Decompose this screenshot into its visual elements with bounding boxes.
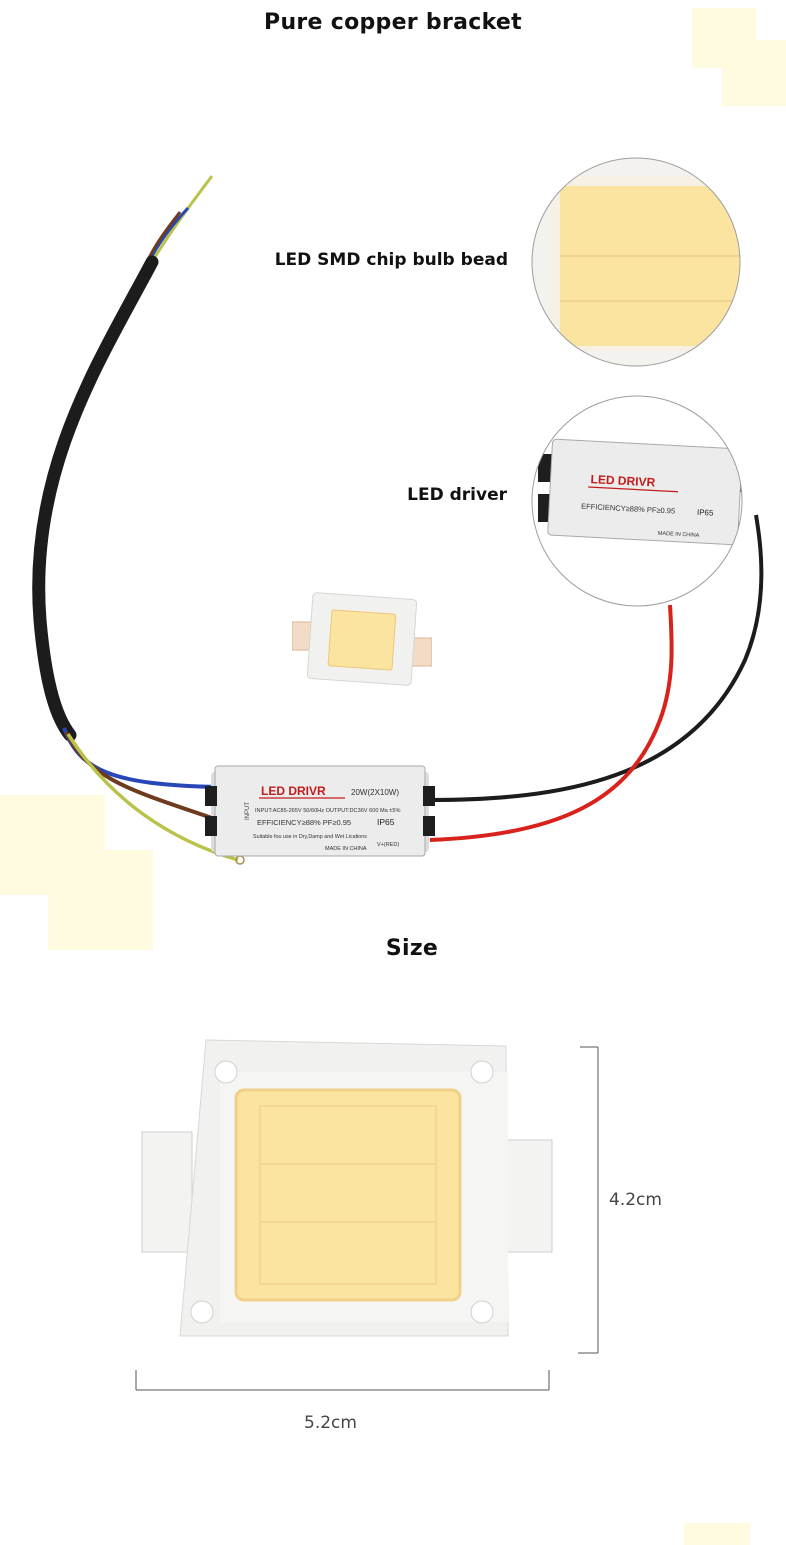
led-driver-main: LED DRIVR 20W(2X10W) INPUT:AC85-265V 50/…: [205, 765, 435, 857]
led-chip-large: [141, 1039, 553, 1337]
driver-input-text: INPUT: [245, 802, 251, 820]
chip-callout-label: LED SMD chip bulb bead: [274, 250, 508, 270]
size-heading: Size: [385, 936, 439, 961]
led-chip-small: [292, 592, 432, 686]
driver-power-text: 20W(2X10W): [351, 788, 399, 797]
dimension-lines: [135, 1046, 599, 1391]
zoom-driver-brand: LED DRIVR: [590, 472, 656, 489]
wiring-illustration: [32, 175, 764, 865]
zoom-driver-origin: MADE IN CHINA: [658, 531, 700, 539]
driver-ip-text: IP65: [377, 817, 395, 827]
decor-block: [684, 1523, 750, 1545]
chip-zoom-circle: [531, 157, 741, 367]
driver-spec-text: INPUT:AC85-265V 50/60Hz OUTPUT:DC36V 600…: [255, 808, 400, 814]
driver-usage-text: Suitable fou use in Dry,Damp and Wet Lic…: [253, 834, 367, 840]
bracket-heading: Pure copper bracket: [264, 10, 522, 35]
driver-zoom-circle: LED DRIVR EFFICIENCY≥88% PF≥0.95 IP65 MA…: [531, 395, 743, 607]
driver-red-terminal-text: V+(RED): [377, 842, 399, 848]
height-dimension-label: 4.2cm: [609, 1190, 662, 1210]
driver-origin-text: MADE IN CHINA: [325, 846, 367, 852]
width-dimension-label: 5.2cm: [304, 1413, 357, 1433]
driver-brand-text: LED DRIVR: [261, 784, 326, 798]
driver-callout-label: LED driver: [407, 485, 507, 505]
decor-block: [722, 40, 786, 106]
zoom-driver-ip: IP65: [697, 508, 714, 518]
decor-block: [48, 850, 153, 950]
driver-efficiency-text: EFFICIENCY≥88% PF≥0.95: [257, 818, 351, 827]
